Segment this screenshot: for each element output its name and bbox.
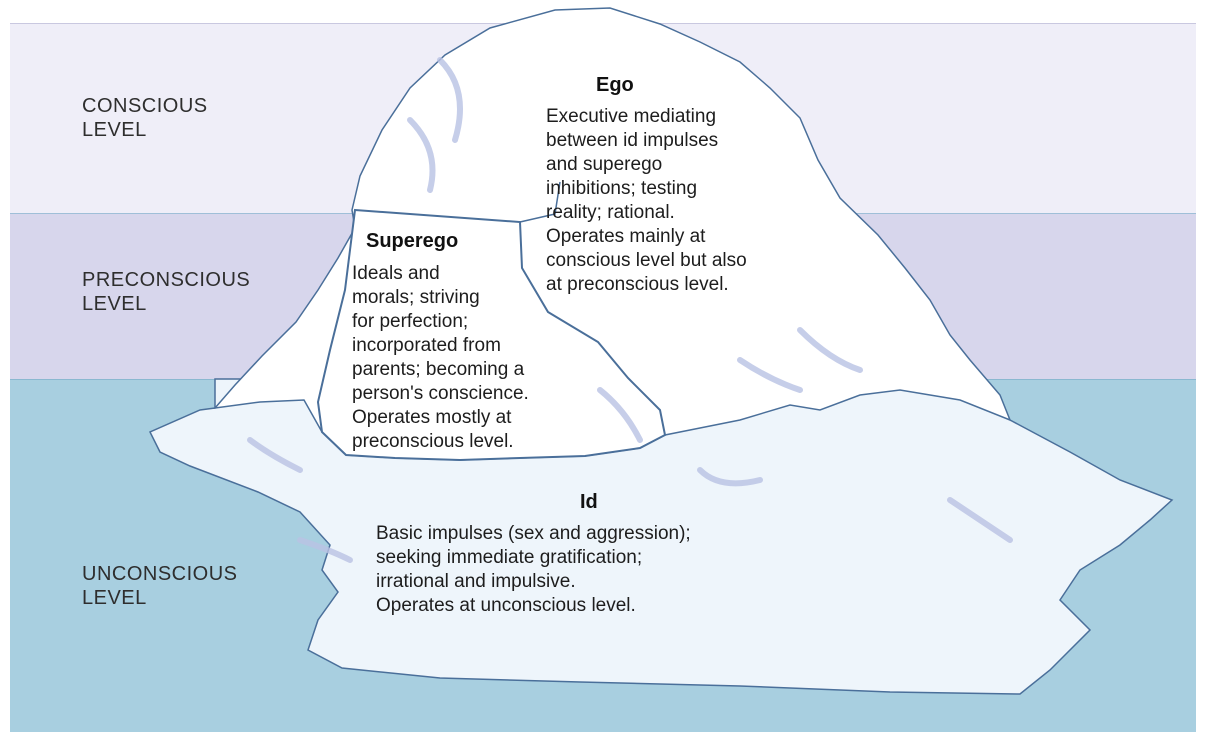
id-title: Id [580,491,598,514]
ego-title: Ego [596,74,634,97]
conscious-level-label: CONSCIOUS LEVEL [82,94,208,142]
superego-title: Superego [366,230,458,253]
superego-description: Ideals and morals; striving for perfecti… [352,262,529,454]
id-description: Basic impulses (sex and aggression); see… [376,522,691,618]
preconscious-level-label: PRECONSCIOUS LEVEL [82,268,250,316]
ego-description: Executive mediating between id impulses … [546,105,747,297]
unconscious-level-label: UNCONSCIOUS LEVEL [82,562,238,610]
